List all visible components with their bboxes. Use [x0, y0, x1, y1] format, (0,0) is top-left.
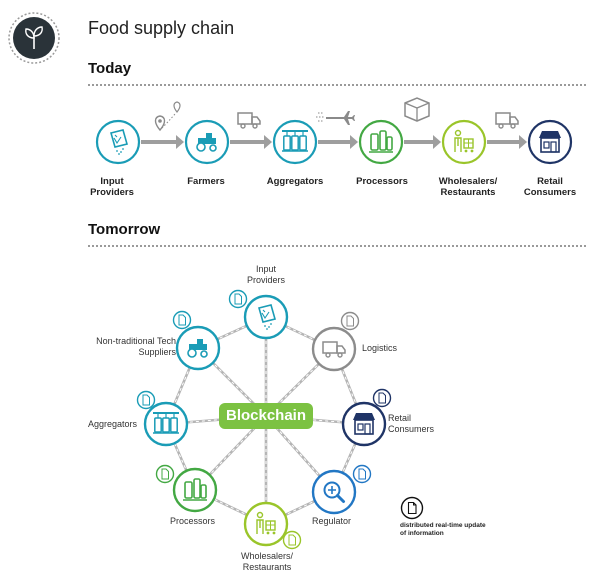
section-tomorrow-heading: Tomorrow [88, 221, 161, 238]
legend-text: distributed real-time update of informat… [400, 522, 486, 537]
document-badge-retail-consumers [372, 388, 392, 408]
network-node-input-providers [243, 294, 289, 340]
network-node-processors [172, 467, 218, 513]
document-badge-aggregators [136, 390, 156, 410]
package-box-icon [404, 97, 430, 122]
today-node-processors [358, 119, 404, 165]
network-node-logistics [311, 326, 357, 372]
document-badge-logistics [340, 311, 360, 331]
node-label-regulator: Regulator [312, 516, 352, 526]
today-arrow-4 [404, 135, 441, 149]
node-label-retail-consumers: Retail Consumers [388, 413, 435, 434]
today-node-input-providers [95, 119, 141, 165]
network-node-aggregators [143, 401, 189, 447]
today-arrow-1 [141, 135, 184, 149]
today-chain-diagram [95, 97, 573, 165]
node-label-aggregators: Aggregators [88, 419, 138, 429]
document-badge-input-providers [228, 289, 248, 309]
section-today-heading: Today [88, 60, 132, 77]
today-node-aggregators [272, 119, 318, 165]
legend-document-icon [400, 496, 424, 520]
truck-icon-2 [495, 112, 519, 129]
today-step-label-wholesalers: Wholesalers/ Restaurants [438, 176, 498, 198]
today-step-label-input-providers: Input Providers [90, 176, 134, 198]
document-badge-wholesalers [282, 530, 302, 550]
today-step-label-retail-consumers: Retail Consumers [523, 176, 577, 198]
today-node-wholesalers [441, 119, 487, 165]
document-badge-non-traditional-tech-suppliers [172, 310, 192, 330]
network-node-wholesalers [243, 501, 289, 547]
network-node-retail-consumers [341, 401, 387, 447]
today-arrow-3 [318, 135, 358, 149]
document-badge-regulator [352, 464, 372, 484]
today-arrow-5 [487, 135, 527, 149]
node-label-wholesalers: Wholesalers/ Restaurants [240, 551, 294, 572]
node-label-logistics: Logistics [362, 343, 398, 353]
network-node-non-traditional-tech-suppliers [175, 325, 221, 371]
node-label-input-providers: Input Providers [246, 264, 285, 285]
truck-icon [237, 112, 261, 129]
airplane-icon [316, 111, 355, 125]
today-node-retail-consumers [527, 119, 573, 165]
today-step-label-processors: Processors [356, 176, 408, 187]
today-node-farmers [184, 119, 230, 165]
document-badge-processors [155, 464, 175, 484]
network-node-regulator [311, 469, 357, 515]
tomorrow-divider [88, 245, 586, 247]
blockchain-center-badge: Blockchain [219, 403, 313, 429]
today-step-label-farmers: Farmers [187, 176, 225, 187]
node-label-processors: Processors [170, 516, 216, 526]
node-label-non-traditional-tech-suppliers: Non-traditional Tech Suppliers [96, 336, 176, 357]
leaf-logo-badge [8, 12, 60, 64]
location-pins-icon [154, 101, 181, 132]
page-title: Food supply chain [88, 18, 235, 38]
plant-sprout-icon [8, 12, 60, 64]
today-divider [88, 84, 586, 86]
today-step-label-aggregators: Aggregators [266, 176, 324, 187]
today-arrow-2 [230, 135, 272, 149]
